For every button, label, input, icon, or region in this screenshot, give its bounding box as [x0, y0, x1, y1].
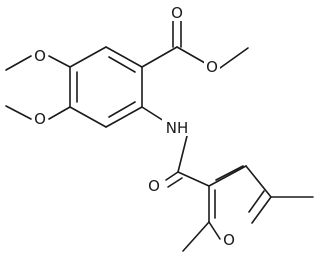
ester-methyl-bond: [219, 47, 249, 69]
furan-ring-bond: [208, 221, 221, 240]
atom-o-furan: O: [223, 231, 235, 249]
furan-methyl-bond: [182, 221, 210, 252]
atom-o-ester-carbonyl: O: [171, 4, 183, 22]
ester-bond: [141, 46, 178, 68]
atom-labels: O O O O NH O O: [32, 4, 237, 249]
methoxy-bond: [48, 55, 71, 68]
atom-o-methoxy-top: O: [34, 47, 46, 65]
amine-bond: [141, 106, 165, 122]
amide-carbonyl-bond: [165, 171, 179, 181]
ring-double-bond: [108, 56, 136, 73]
methoxy-methyl-bond: [5, 55, 32, 71]
atom-o-methoxy-bottom: O: [34, 110, 46, 128]
amide-bond: [177, 171, 210, 187]
atom-nh: NH: [166, 119, 189, 137]
ring-bond: [105, 106, 143, 128]
amide-bond: [177, 135, 188, 173]
ester-bond: [176, 46, 206, 64]
atom-o-ester-single: O: [206, 58, 218, 76]
methoxy-methyl-bond: [5, 105, 32, 120]
furan-double-bond: [215, 165, 244, 181]
furan-ring-bond: [251, 196, 272, 224]
furan-double-bond: [248, 190, 265, 213]
methoxy-bond: [48, 106, 71, 120]
bond-lines: [5, 19, 314, 252]
furan-ring-bond: [208, 165, 247, 187]
ring-bond: [69, 46, 107, 68]
amide-carbonyl-bond: [167, 177, 183, 188]
ring-bond: [105, 46, 143, 68]
furan-ring-bond: [245, 165, 272, 198]
ring-bond: [69, 106, 107, 128]
atom-o-amide: O: [148, 177, 160, 195]
ring-double-bond: [108, 101, 136, 118]
